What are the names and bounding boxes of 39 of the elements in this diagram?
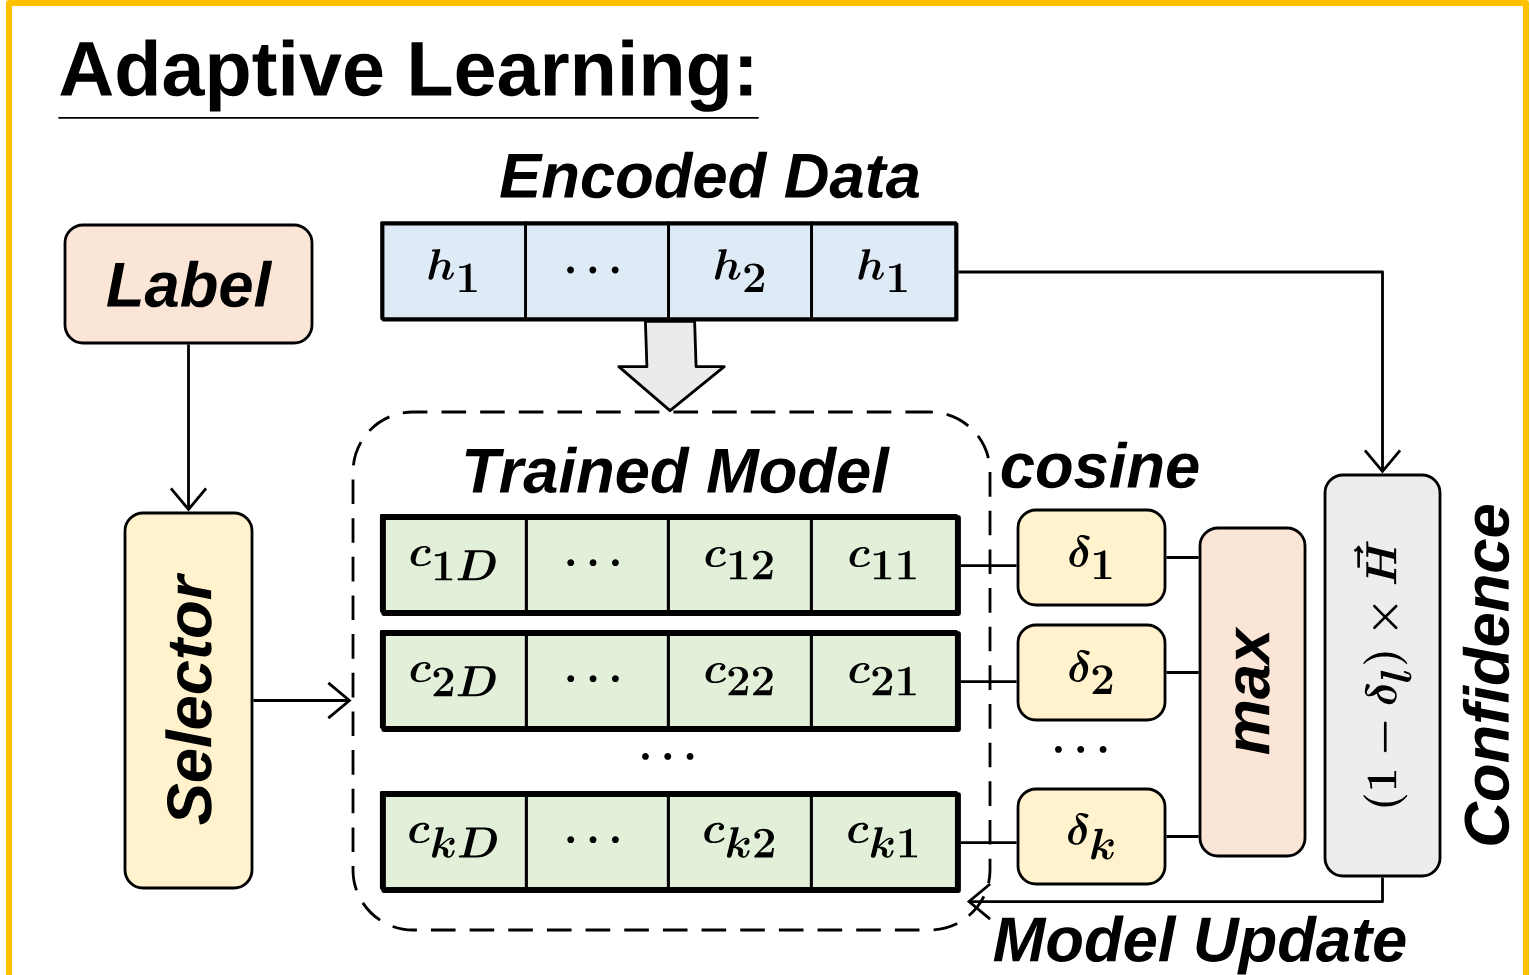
confidence-box: $(1-\delta_{l})\times\vec{H}$: [1323, 473, 1442, 878]
data-cell: $c_{k1}$: [809, 790, 958, 890]
heading: Trained Model: [465, 446, 890, 494]
data-cell: $\cdots$: [524, 513, 670, 613]
data-cell: $c_{22}$: [666, 629, 813, 729]
arrow: [617, 320, 726, 412]
data-cell: $c_{1D}$: [379, 513, 528, 613]
similarity-box: $\delta_{1}$: [1016, 508, 1167, 607]
data-cell: $c_{kD}$: [379, 790, 528, 890]
label-box: Label: [63, 223, 314, 345]
arrow: [966, 877, 1384, 921]
model-row: [381, 631, 961, 732]
arrow: [958, 270, 1402, 474]
data-cell: $c_{2D}$: [379, 629, 528, 729]
data-cell: $h_{1}$: [380, 221, 527, 320]
selector-box: Selector: [123, 511, 254, 890]
heading: Encoded Data: [500, 151, 919, 199]
annotation: cosine: [1001, 441, 1199, 489]
data-cell: $\cdots$: [524, 221, 670, 320]
max-box: max: [1198, 526, 1307, 858]
arrow: [253, 681, 352, 720]
edge-label: Model Update: [990, 913, 1410, 975]
data-cell: $h_{1}$: [810, 221, 957, 320]
similarity-box: $\delta_{k}$: [1016, 787, 1167, 886]
arrow: [169, 344, 208, 512]
data-cell: $\cdots$: [524, 629, 670, 729]
data-cell: $c_{11}$: [809, 513, 958, 613]
data-cell: $c_{21}$: [809, 629, 958, 729]
data-cell: $c_{k2}$: [666, 790, 813, 890]
ellipsis: $\cdots$: [642, 753, 694, 760]
model-row: [381, 792, 961, 893]
data-cell: $h_{2}$: [667, 221, 813, 320]
model-row: [381, 515, 961, 616]
similarity-box: $\delta_{2}$: [1016, 623, 1167, 722]
data-cell: $\cdots$: [524, 790, 670, 890]
ellipsis: $\cdots$: [1055, 746, 1107, 753]
side-caption: Confidence: [1462, 505, 1510, 845]
title: Adaptive Learning:: [57, 39, 760, 119]
data-cell: $c_{12}$: [666, 513, 813, 613]
